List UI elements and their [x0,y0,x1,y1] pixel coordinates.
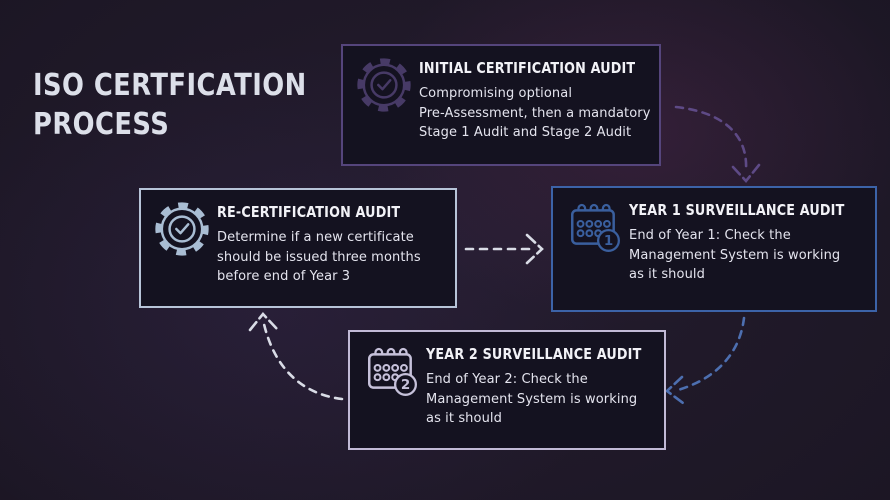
card-body: End of Year 1: Check the Management Syst… [629,228,841,282]
card-title: YEAR 2 SURVEILLANCE AUDIT [426,345,642,363]
calendar-badge-number: 1 [604,234,613,249]
card-body: End of Year 2: Check the Management Syst… [426,372,638,426]
card-content: YEAR 1 SURVEILLANCE AUDIT End of Year 1:… [629,201,867,285]
card-title: RE-CERTIFICATION AUDIT [217,203,401,221]
card-content: RE-CERTIFICATION AUDIT Determine if a ne… [217,203,447,287]
calendar-1-icon: 1 [565,198,623,256]
card-content: YEAR 2 SURVEILLANCE AUDIT End of Year 2:… [426,345,656,429]
card-title: INITIAL CERTIFICATION AUDIT [419,59,636,77]
arrow-year1-to-year2-icon [664,316,746,405]
calendar-badge-number: 2 [401,378,410,393]
arrow-recert-to-year1-icon [464,233,544,265]
card-body: Determine if a new certificate should be… [217,230,421,284]
page-title-line1: ISO CERTFICATION [33,68,307,103]
card-year-1-surveillance-audit: 1 YEAR 1 SURVEILLANCE AUDIT End of Year … [551,186,877,312]
arrow-year2-to-recert-icon [248,312,344,401]
card-content: INITIAL CERTIFICATION AUDIT Compromising… [419,59,651,143]
card-year-2-surveillance-audit: 2 YEAR 2 SURVEILLANCE AUDIT End of Year … [348,330,666,450]
page-title-line2: PROCESS [33,107,170,142]
card-title: YEAR 1 SURVEILLANCE AUDIT [629,201,845,219]
page-title: ISO CERTFICATION PROCESS [33,66,307,144]
gear-check-icon [153,200,211,258]
card-initial-certification-audit: INITIAL CERTIFICATION AUDIT Compromising… [341,44,661,166]
arrow-initial-to-year1-icon [674,105,761,183]
calendar-2-icon: 2 [362,342,420,400]
card-re-certification-audit: RE-CERTIFICATION AUDIT Determine if a ne… [139,188,457,308]
card-body: Compromising optional Pre-Assessment, th… [419,86,651,140]
gear-check-icon [355,56,413,114]
